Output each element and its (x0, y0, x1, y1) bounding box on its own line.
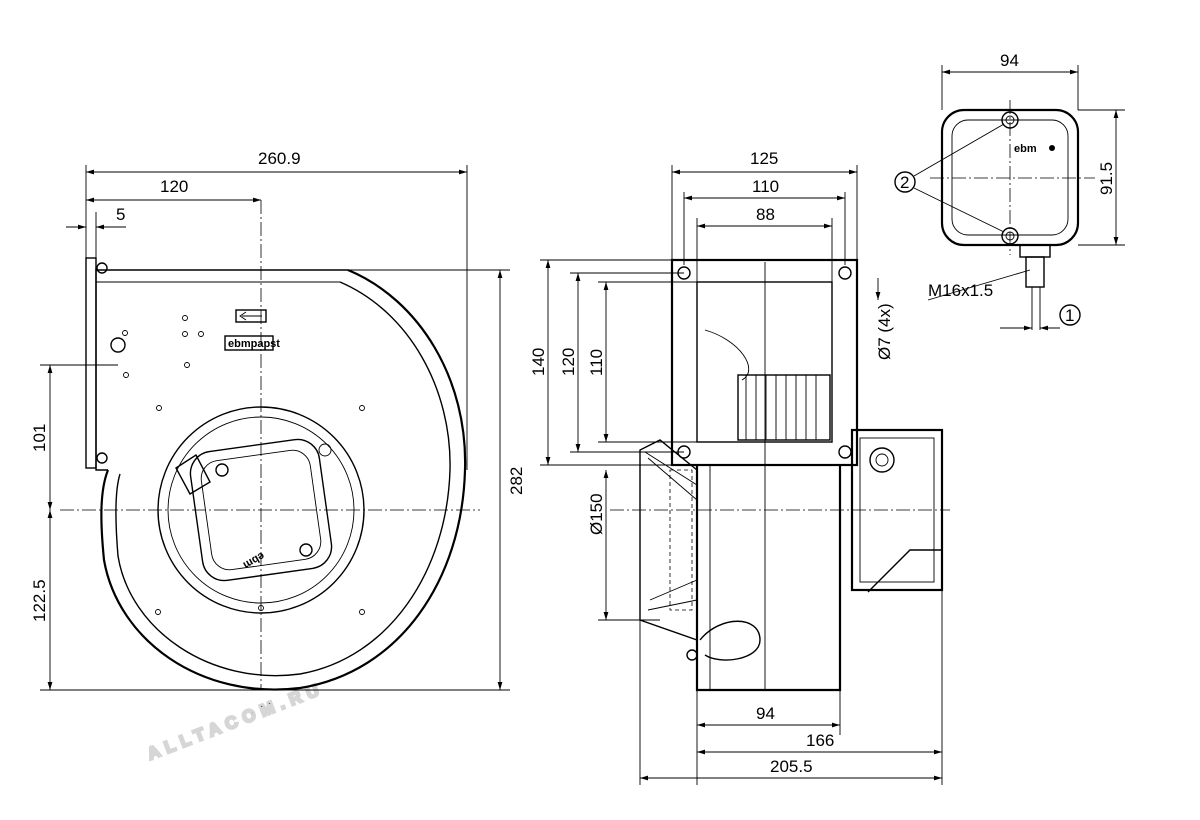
cable-gland (869, 447, 895, 473)
nameplate-box (224, 335, 274, 351)
leader-2-top (913, 123, 1005, 177)
motor-plate (189, 438, 333, 582)
dim-cable-gland: M16x1.5 (928, 281, 993, 300)
side-flange-hole-tr (838, 266, 852, 280)
dim-box-height: 91.5 (1097, 162, 1116, 195)
direction-arrow-icon (239, 311, 262, 321)
front-hole-6 (184, 362, 190, 368)
scroll-housing-inner (115, 281, 451, 677)
dim-inlet-diameter: Ø150 (587, 493, 606, 535)
impeller-blades (745, 375, 817, 440)
front-dimensions: 260.9 120 5 101 122.5 282 (30, 149, 526, 691)
callout-1: 1 (1065, 306, 1074, 325)
front-hole-large (110, 337, 126, 353)
front-body-edge (95, 268, 108, 471)
dim-side-opening: 88 (756, 205, 775, 224)
dim-side-width: 125 (750, 149, 778, 168)
motor-screw-2 (299, 543, 313, 557)
box-gland (1019, 244, 1051, 258)
callout-1-circle (1059, 304, 1081, 326)
front-hole-8 (359, 405, 365, 411)
dim-side-inner-width: 110 (752, 177, 779, 196)
dim-overall-height: 282 (507, 467, 526, 495)
terminal-box-view: ebm (930, 100, 1095, 330)
dim-flange-inner-height: 120 (559, 348, 578, 376)
impeller (737, 374, 831, 441)
leader-2-bottom (913, 187, 1005, 233)
dim-lower-height: 122.5 (30, 579, 49, 622)
scroll-housing-outer (100, 268, 467, 691)
inlet-cone (639, 439, 698, 641)
box-gland-nut (1025, 256, 1045, 288)
side-flange-plate (670, 258, 859, 467)
front-hole-4 (182, 331, 188, 337)
side-lower-housing (695, 465, 842, 692)
dim-flange-offset: 5 (116, 205, 125, 224)
inlet-ribs (644, 451, 698, 611)
motor-screw-1 (215, 463, 229, 477)
dim-total-depth: 205.5 (770, 757, 813, 776)
front-hole-1 (122, 330, 128, 336)
dim-flange-height: 140 (529, 348, 548, 376)
callout-2-circle (894, 171, 916, 193)
dim-opening-height: 110 (587, 349, 606, 376)
box-logo-mark (1049, 145, 1055, 151)
side-flange-hole-br (838, 445, 852, 459)
flange-hole-top (96, 262, 108, 274)
cable-gland-inner (875, 453, 889, 467)
dim-overall-width: 260.9 (258, 149, 301, 168)
watermark-text: ALLTACOM.RU (145, 679, 327, 764)
motor-hole (318, 443, 332, 457)
inlet-guard (669, 469, 693, 611)
dim-upper-height: 101 (30, 424, 49, 452)
callout-2: 2 (900, 173, 909, 192)
side-opening (696, 281, 833, 443)
front-hole-2 (123, 372, 129, 378)
side-dimensions: 125 110 88 140 120 110 Ø150 Ø7 (4x) (529, 149, 943, 785)
dim-center-offset: 120 (160, 177, 188, 196)
watermark: ALLTACOM.RU (143, 677, 328, 765)
flange-hole-bottom (96, 452, 108, 464)
motor-plate-inner (200, 449, 322, 571)
terminal-box-chamfer (867, 549, 942, 593)
dim-hole-spec: Ø7 (4x) (875, 303, 894, 360)
side-clip (699, 620, 761, 661)
nameplate-label: ebmpapst (228, 338, 280, 350)
front-hole-9 (155, 609, 161, 615)
side-view (610, 258, 950, 692)
dim-box-width: 94 (1000, 51, 1019, 70)
side-clip-pin (686, 649, 698, 661)
motor-connector (175, 453, 211, 495)
front-flange (85, 257, 97, 469)
front-view: ebm ebmpapst (60, 200, 480, 691)
box-logo: ebm (1014, 143, 1037, 155)
front-hole-3 (182, 315, 188, 321)
direction-arrow-box (235, 309, 267, 323)
front-hole-7 (156, 405, 162, 411)
front-hole-10 (359, 609, 365, 615)
front-hole-5 (198, 331, 204, 337)
leader-cable-gland (927, 269, 1031, 301)
dim-depth-with-box: 166 (806, 731, 834, 750)
scroll-curve (704, 329, 750, 381)
dim-housing-depth: 94 (756, 704, 775, 723)
box-dimensions: 94 91.5 M16x1.5 2 1 (894, 51, 1125, 331)
